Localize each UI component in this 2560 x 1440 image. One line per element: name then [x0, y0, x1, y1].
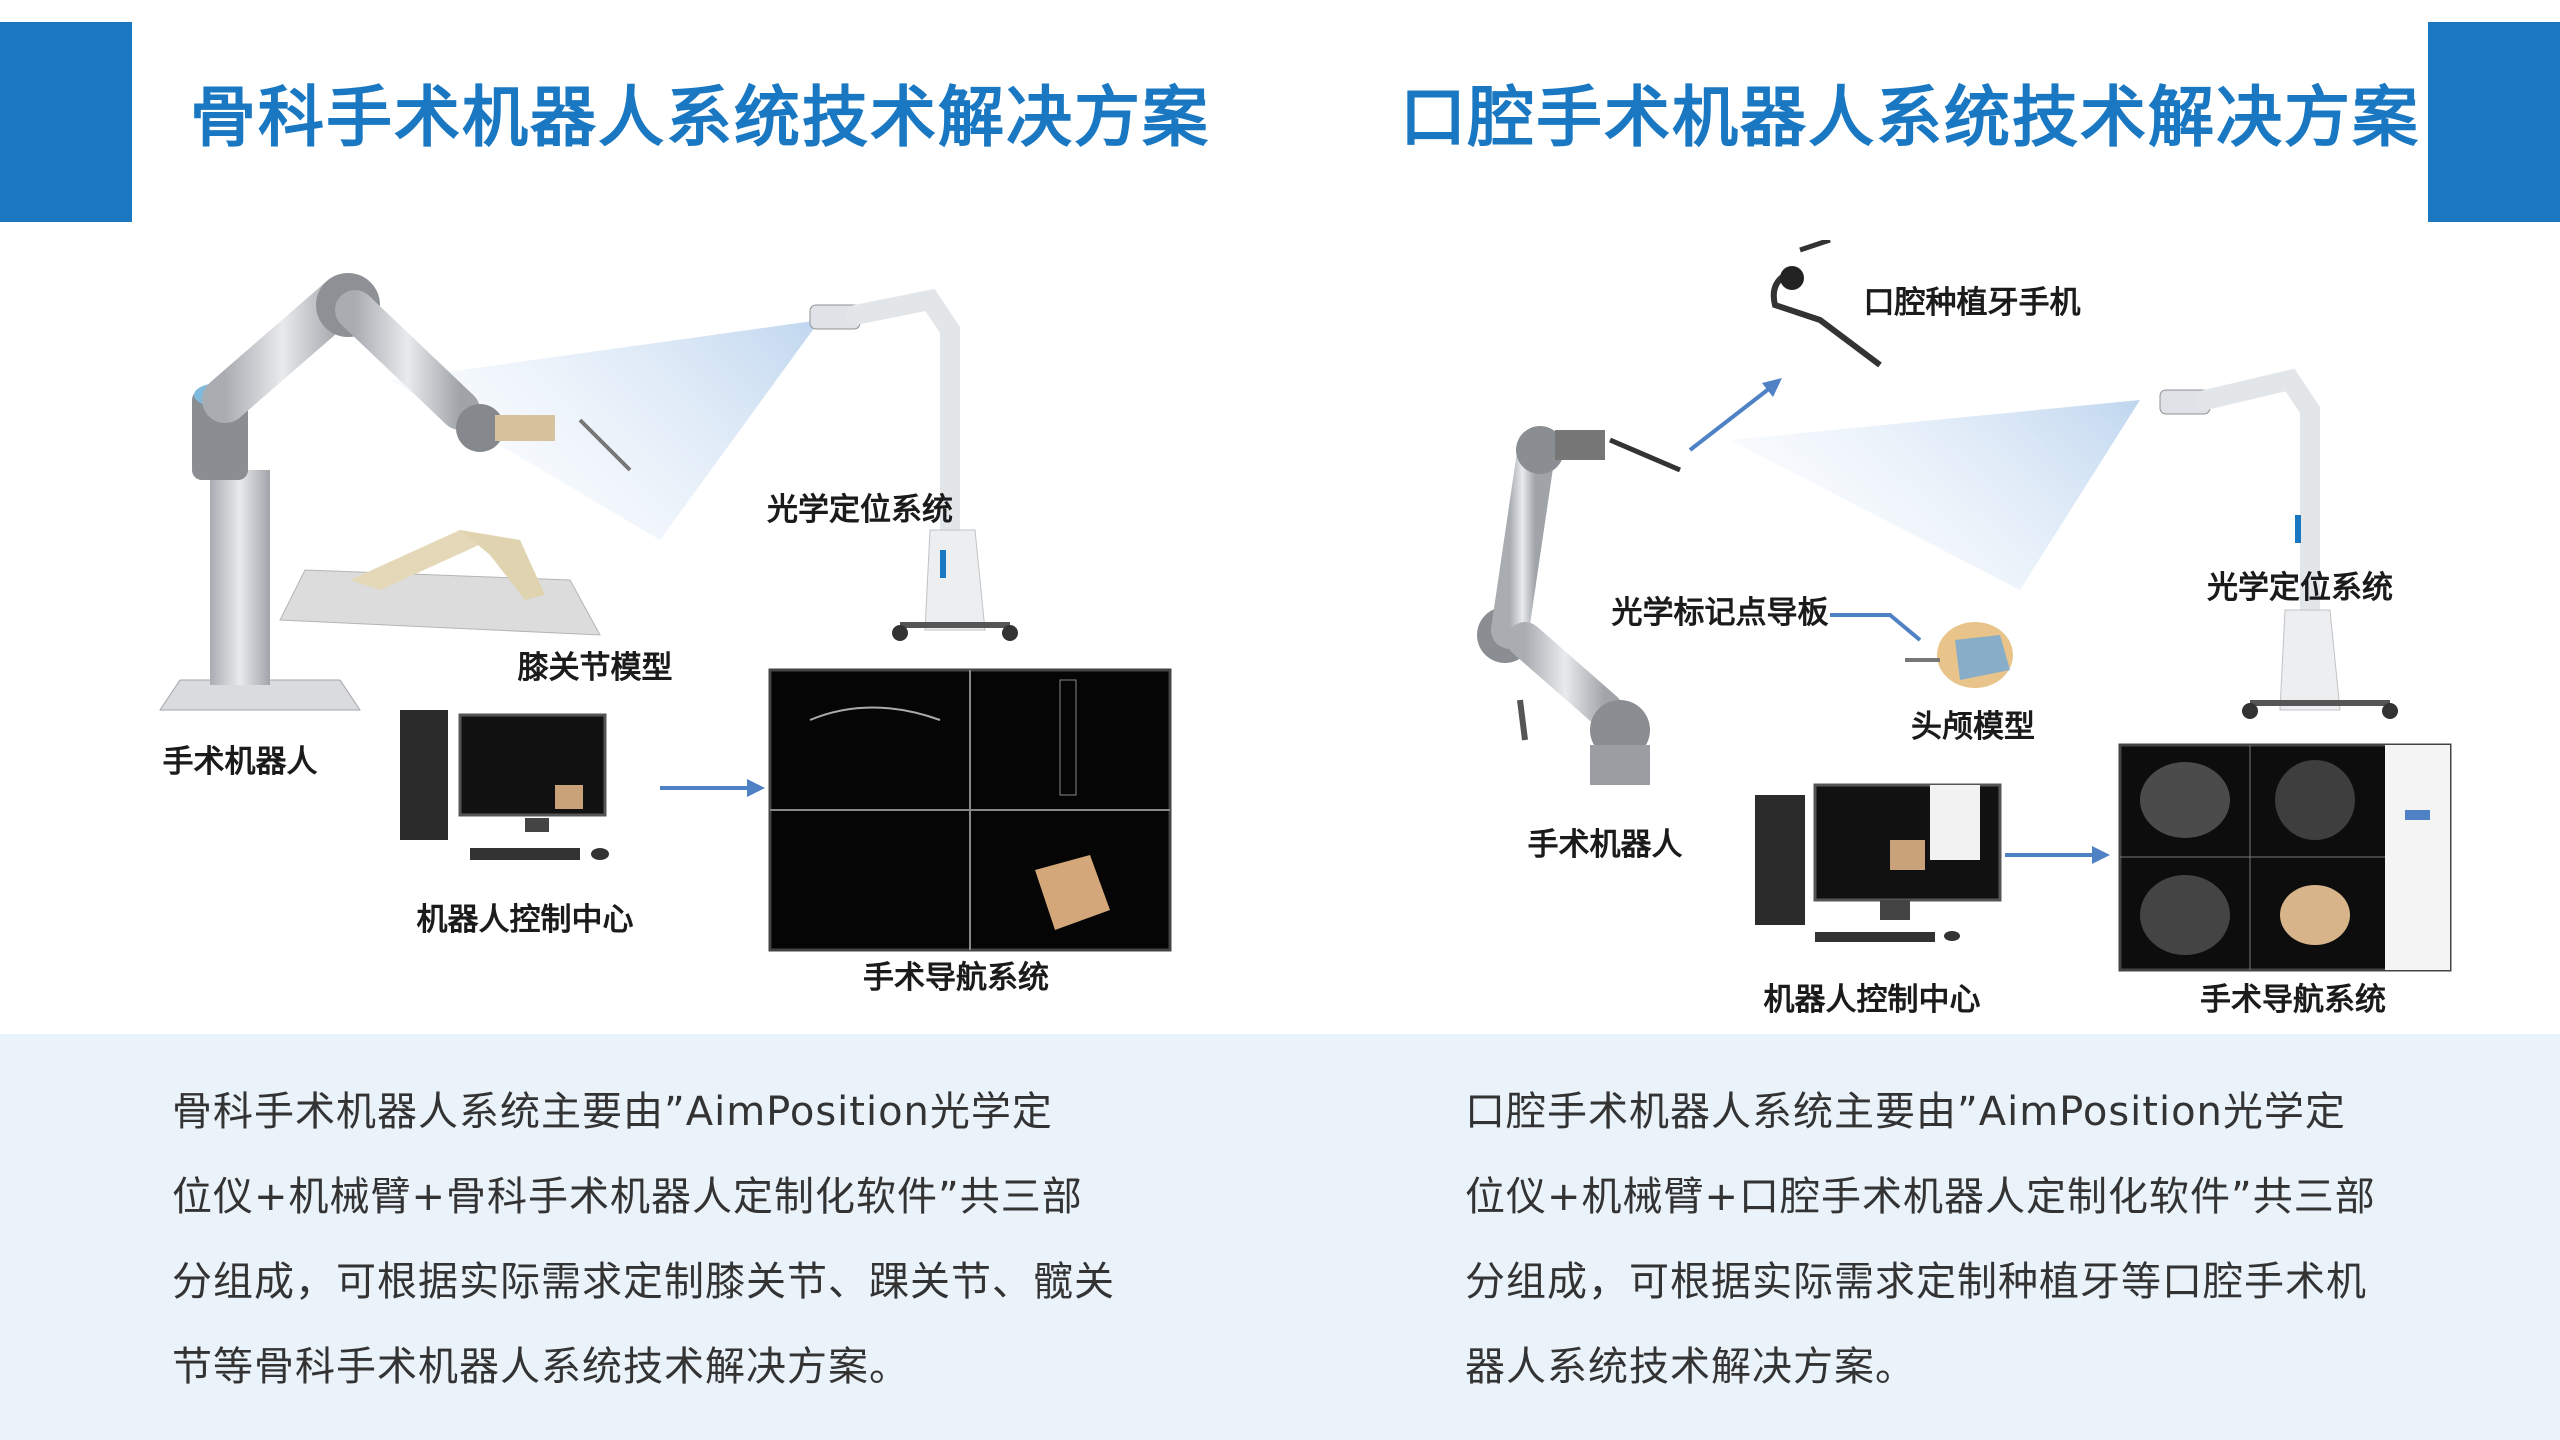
left-description: 骨科手术机器人系统主要由”AimPosition光学定 位仪+机械臂+骨科手术机… — [172, 1070, 1115, 1410]
surgical-navigation-image — [768, 668, 1172, 952]
left-title: 骨科手术机器人系统技术解决方案 — [190, 78, 1210, 156]
robot-control-center-image — [400, 710, 609, 860]
accent-block-left — [0, 22, 132, 222]
handpiece-arrow — [1688, 378, 1782, 452]
label-surgical-robot: 手术机器人 — [163, 744, 318, 780]
marker-guide-pointer — [1830, 613, 1922, 642]
left-description-line: 骨科手术机器人系统主要由”AimPosition光学定 — [172, 1089, 1053, 1135]
left-description-line: 节等骨科手术机器人系统技术解决方案。 — [172, 1344, 910, 1390]
surgical-navigation-image — [2118, 743, 2452, 972]
left-description-line: 分组成，可根据实际需求定制膝关节、踝关节、髋关 — [172, 1259, 1115, 1305]
left-description-line: 位仪+机械臂+骨科手术机器人定制化软件”共三部 — [172, 1174, 1083, 1220]
right-description: 口腔手术机器人系统主要由”AimPosition光学定 位仪+机械臂+口腔手术机… — [1465, 1070, 2376, 1410]
label-optical-positioning: 光学定位系统 — [2207, 570, 2393, 606]
label-optical-marker-guide: 光学标记点导板 — [1612, 595, 1829, 631]
label-implant-handpiece: 口腔种植牙手机 — [1864, 285, 2081, 321]
skull-model-image — [1905, 622, 2013, 688]
label-knee-model: 膝关节模型 — [518, 650, 673, 686]
knee-model-image — [279, 530, 601, 636]
accent-block-right — [2428, 22, 2560, 222]
left-diagram: 光学定位系统 膝关节模型 手术机器人 机器人控制中心 手术导航系统 — [130, 240, 1230, 1030]
label-surgical-navigation: 手术导航系统 — [863, 960, 1049, 996]
optical-beam — [390, 320, 820, 540]
implant-handpiece-image — [1770, 240, 1882, 368]
surgical-robot-image — [1477, 426, 1681, 785]
optical-beam — [1730, 400, 2140, 590]
right-description-line: 分组成，可根据实际需求定制种植牙等口腔手术机 — [1465, 1259, 2367, 1305]
right-description-line: 位仪+机械臂+口腔手术机器人定制化软件”共三部 — [1465, 1174, 2376, 1220]
robot-control-center-image — [1755, 783, 2002, 942]
optical-positioning-image — [2159, 368, 2398, 719]
label-skull-model: 头颅模型 — [1911, 709, 2035, 745]
right-description-line: 器人系统技术解决方案。 — [1465, 1344, 1916, 1390]
description-band — [0, 1034, 2560, 1440]
label-robot-control-center: 机器人控制中心 — [417, 902, 634, 938]
label-surgical-navigation: 手术导航系统 — [2200, 982, 2386, 1018]
right-title: 口腔手术机器人系统技术解决方案 — [1400, 78, 2420, 156]
flow-arrow — [660, 779, 765, 797]
label-surgical-robot: 手术机器人 — [1528, 827, 1683, 863]
label-optical-positioning: 光学定位系统 — [767, 492, 953, 528]
surgical-robot-image — [159, 273, 632, 711]
right-diagram: 口腔种植牙手机 光学定位系统 光学标记点导板 头颅模型 手术机器人 机器人控制中… — [1440, 240, 2550, 1030]
right-description-line: 口腔手术机器人系统主要由”AimPosition光学定 — [1465, 1089, 2346, 1135]
optical-positioning-image — [809, 288, 1018, 641]
flow-arrow — [2005, 846, 2110, 864]
label-robot-control-center: 机器人控制中心 — [1764, 982, 1981, 1018]
